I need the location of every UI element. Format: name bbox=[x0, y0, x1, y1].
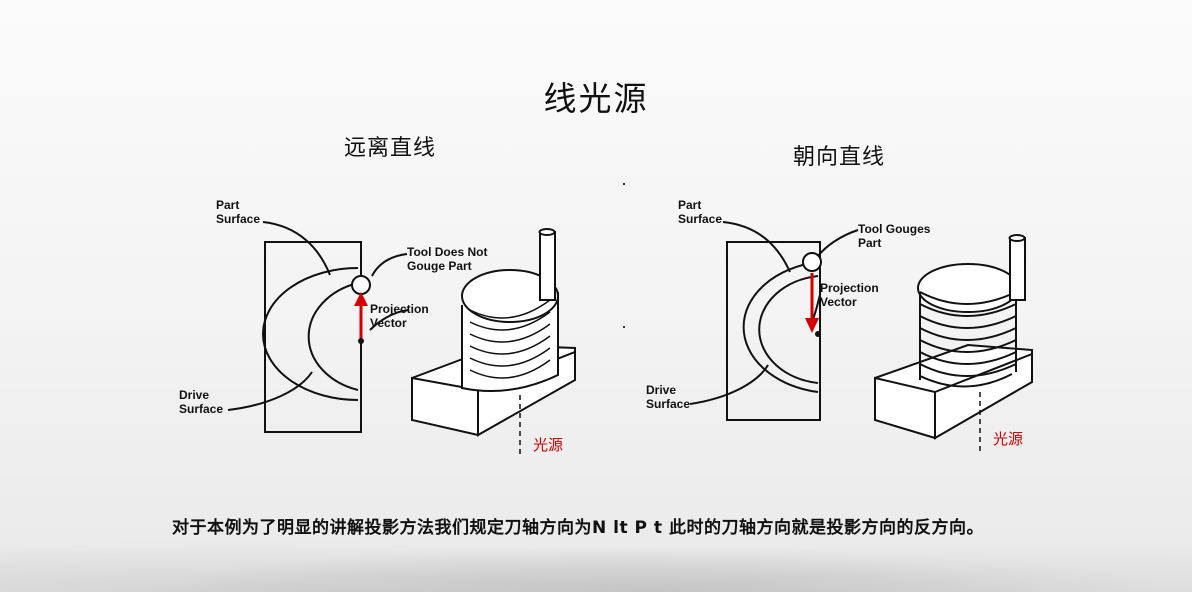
right-outer-arc bbox=[742, 261, 819, 393]
left-tool-label-2: Gouge Part bbox=[407, 259, 472, 273]
left-tool-ball bbox=[351, 275, 371, 295]
right-part-label-2: Surface bbox=[678, 212, 722, 226]
left-tool-label-1: Tool Does Not bbox=[407, 245, 487, 259]
left-part-label-2: Surface bbox=[216, 212, 260, 226]
right-proj-label-2: Vector bbox=[820, 295, 857, 309]
background-splash bbox=[0, 532, 1192, 592]
right-part-leader bbox=[722, 221, 791, 273]
right-inner-arc bbox=[758, 275, 819, 384]
right-tool-leader bbox=[817, 229, 859, 257]
left-inner-arc bbox=[307, 282, 359, 391]
left-drive-label-1: Drive bbox=[179, 388, 209, 402]
slide-title: 线光源 bbox=[543, 79, 649, 118]
left-toolpath-rings bbox=[469, 299, 551, 379]
right-tool-top bbox=[1008, 234, 1026, 242]
left-proj-leader bbox=[369, 309, 409, 331]
left-outer-arc bbox=[262, 267, 359, 401]
left-part-block bbox=[264, 241, 362, 433]
right-tool-ball bbox=[802, 252, 822, 272]
slide-caption: 对于本例为了明显的讲解投影方法我们规定刀轴方向为N lt P t 此时的刀轴方向… bbox=[172, 518, 984, 538]
right-cross-section bbox=[689, 221, 859, 421]
right-drive-label-2: Surface bbox=[646, 397, 690, 411]
right-3d-part bbox=[874, 234, 1033, 440]
right-projection-vector bbox=[805, 273, 821, 337]
left-arrowhead bbox=[354, 292, 368, 306]
right-base-side bbox=[934, 352, 1033, 440]
stray-dot bbox=[623, 183, 625, 185]
left-3d-part bbox=[411, 228, 576, 437]
right-part-label-1: Part bbox=[678, 198, 701, 212]
right-proj-label-1: Projection bbox=[820, 281, 879, 295]
right-arrowhead bbox=[805, 318, 819, 333]
left-heading: 远离直线 bbox=[344, 136, 437, 161]
left-part-label-1: Part bbox=[216, 198, 239, 212]
stray-dot bbox=[623, 326, 625, 328]
left-proj-label-2: Vector bbox=[370, 316, 407, 330]
right-drive-label-1: Drive bbox=[646, 383, 676, 397]
right-drive-leader bbox=[689, 364, 769, 405]
left-light-label: 光源 bbox=[533, 436, 563, 454]
left-drive-leader bbox=[227, 371, 313, 411]
right-toolpath-rings bbox=[919, 291, 1017, 388]
left-cup-rim bbox=[461, 269, 559, 323]
left-proj-label-1: Projection bbox=[370, 302, 429, 316]
left-tool-shank bbox=[539, 231, 556, 301]
right-tool-label-1: Tool Gouges bbox=[858, 222, 931, 236]
right-heading: 朝向直线 bbox=[793, 145, 886, 170]
left-projection-vector bbox=[354, 292, 368, 344]
right-part-block bbox=[726, 241, 821, 421]
left-drive-label-2: Surface bbox=[179, 402, 223, 416]
left-tool-leader bbox=[371, 253, 408, 277]
left-part-leader bbox=[262, 221, 331, 276]
right-tool-label-2: Part bbox=[858, 236, 881, 250]
right-tool-shank bbox=[1009, 237, 1026, 301]
right-light-label: 光源 bbox=[993, 430, 1023, 448]
left-tool-top bbox=[538, 228, 556, 236]
